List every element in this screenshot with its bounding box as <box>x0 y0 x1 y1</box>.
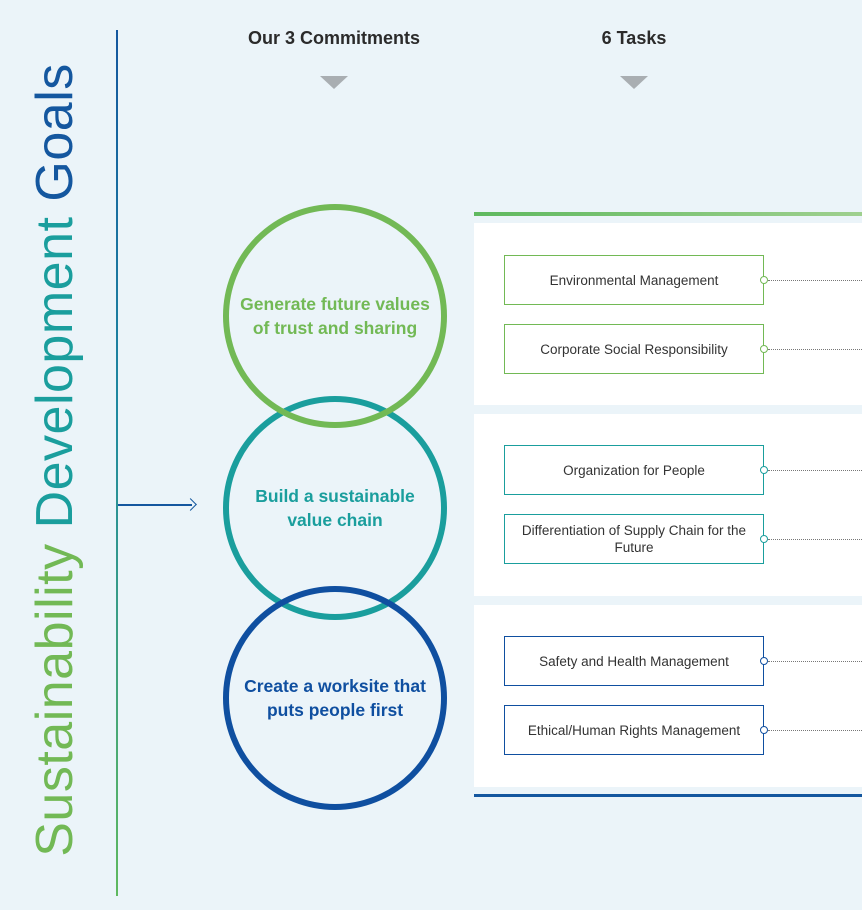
sdg-vertical-title: Sustainability Development Goals <box>25 63 85 857</box>
commitment-circle-trust: Generate future values of trust and shar… <box>223 204 447 428</box>
title-word-development: Development <box>26 216 84 544</box>
connector-line <box>768 539 862 540</box>
panel-bottom-accent-line <box>474 794 862 797</box>
tasks-header: 6 Tasks <box>601 28 667 48</box>
task-environmental-management: Environmental Management <box>504 255 764 305</box>
connector-line <box>768 280 862 281</box>
commitments-down-triangle-icon <box>320 76 348 89</box>
connector-dot <box>760 345 768 353</box>
commitment-label: Generate future values of trust and shar… <box>240 294 430 338</box>
commitment-circle-worksite: Create a worksite that puts people first <box>223 586 447 810</box>
task-panel-blue <box>474 605 862 787</box>
title-word-goals: Goals <box>26 63 84 217</box>
connector-line <box>768 349 862 350</box>
panel-top-accent-line <box>474 212 862 216</box>
title-word-sustainability: Sustainability <box>26 543 84 857</box>
task-organization-for-people: Organization for People <box>504 445 764 495</box>
task-supply-chain-differentiation: Differentiation of Supply Chain for the … <box>504 514 764 564</box>
arrow-right-icon <box>184 498 197 511</box>
task-panel-teal <box>474 414 862 596</box>
task-safety-health-management: Safety and Health Management <box>504 636 764 686</box>
connector-dot <box>760 726 768 734</box>
arrow-line <box>118 504 192 506</box>
connector-dot <box>760 535 768 543</box>
task-panel-green <box>474 223 862 405</box>
commitment-label: Build a sustainable value chain <box>255 486 415 530</box>
commitments-header: Our 3 Commitments <box>247 28 421 48</box>
vertical-divider <box>116 30 118 896</box>
connector-dot <box>760 276 768 284</box>
tasks-down-triangle-icon <box>620 76 648 89</box>
commitment-label: Create a worksite that puts people first <box>244 676 426 720</box>
connector-dot <box>760 657 768 665</box>
connector-line <box>768 470 862 471</box>
task-ethical-human-rights: Ethical/Human Rights Management <box>504 705 764 755</box>
connector-line <box>768 661 862 662</box>
connector-dot <box>760 466 768 474</box>
task-corporate-social-responsibility: Corporate Social Responsibility <box>504 324 764 374</box>
connector-line <box>768 730 862 731</box>
